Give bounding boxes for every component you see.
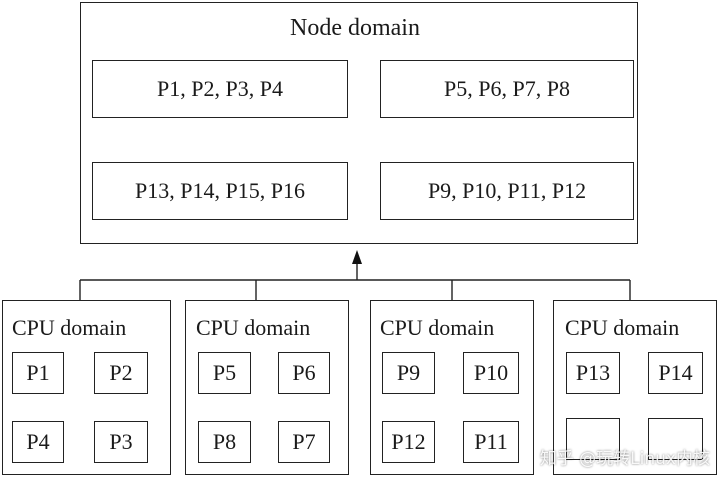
cpu-2-p8: P8	[198, 421, 251, 463]
node-domain-title: Node domain	[290, 15, 420, 41]
cpu-4-p14: P14	[648, 352, 703, 394]
cpu-domain-2-title: CPU domain	[196, 315, 311, 340]
cpu-1-p3: P3	[94, 421, 148, 463]
node-group-3: P13, P14, P15, P16	[92, 162, 348, 220]
arrow-head	[352, 250, 362, 264]
cpu-2-p6: P6	[278, 352, 330, 394]
cpu-domain-3-title: CPU domain	[380, 315, 495, 340]
cpu-3-p11: P11	[463, 421, 519, 463]
cpu-4-p16	[648, 418, 703, 460]
cpu-1-p4: P4	[12, 421, 64, 463]
watermark: 知乎 @玩转Linux内核	[539, 449, 710, 469]
cpu-3-p10: P10	[463, 352, 519, 394]
node-group-1: P1, P2, P3, P4	[92, 60, 348, 118]
cpu-4-p13: P13	[566, 352, 620, 394]
cpu-2-p5: P5	[198, 352, 251, 394]
cpu-domain-4-title: CPU domain	[565, 315, 680, 340]
cpu-1-p1: P1	[12, 352, 64, 394]
cpu-2-p7: P7	[278, 421, 330, 463]
cpu-3-p12: P12	[382, 421, 435, 463]
cpu-domain-1-title: CPU domain	[12, 315, 127, 340]
node-group-2: P5, P6, P7, P8	[380, 60, 634, 118]
cpu-1-p2: P2	[94, 352, 148, 394]
cpu-3-p9: P9	[382, 352, 435, 394]
node-group-4: P9, P10, P11, P12	[380, 162, 634, 220]
cpu-4-p15	[566, 418, 620, 460]
